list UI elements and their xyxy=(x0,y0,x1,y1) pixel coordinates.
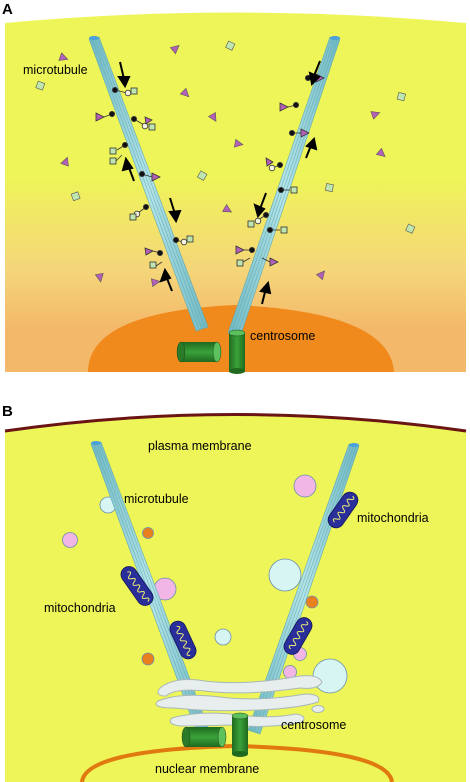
panel-b-centrosome-label: centrosome xyxy=(281,718,346,732)
panel-a-transport-arrows xyxy=(117,60,321,305)
panel-a-motor-proteins-right xyxy=(235,73,325,267)
mitochondrion-right-lower xyxy=(283,617,313,655)
panel-a-motor-proteins-left xyxy=(95,87,194,269)
mitochondrion-upper-right xyxy=(327,491,359,529)
panel-b-centriole-vertical xyxy=(231,712,249,757)
plasma-membrane-label: plasma membrane xyxy=(148,439,252,453)
panel-a-centriole-vertical xyxy=(228,329,246,374)
panel-a-centrosome-label: centrosome xyxy=(250,329,315,343)
panel-b-centriole-horizontal xyxy=(181,726,227,748)
nuclear-membrane-label: nuclear membrane xyxy=(155,762,259,776)
panel-a-microtubule-right xyxy=(227,36,341,338)
panel-b: B xyxy=(2,403,467,782)
panel-a-centriole-horizontal xyxy=(176,341,222,363)
panel-b-letter: B xyxy=(2,403,13,420)
panel-a-free-proteins xyxy=(35,40,416,288)
panel-a: A xyxy=(2,1,466,374)
panel-b-microtubule-label: microtubule xyxy=(124,492,189,506)
mitochondrion-left-lower xyxy=(169,620,197,660)
panel-a-microtubule-label: microtubule xyxy=(23,63,88,77)
panel-b-vesicles xyxy=(62,474,348,694)
plasma-membrane xyxy=(4,413,467,433)
panel-a-microtubule-left xyxy=(88,36,209,332)
mitochondria-label-right: mitochondria xyxy=(357,511,429,525)
panel-a-letter: A xyxy=(2,1,13,18)
mitochondrion-left-upper xyxy=(120,566,154,606)
mitochondria-label-left: mitochondria xyxy=(44,601,116,615)
